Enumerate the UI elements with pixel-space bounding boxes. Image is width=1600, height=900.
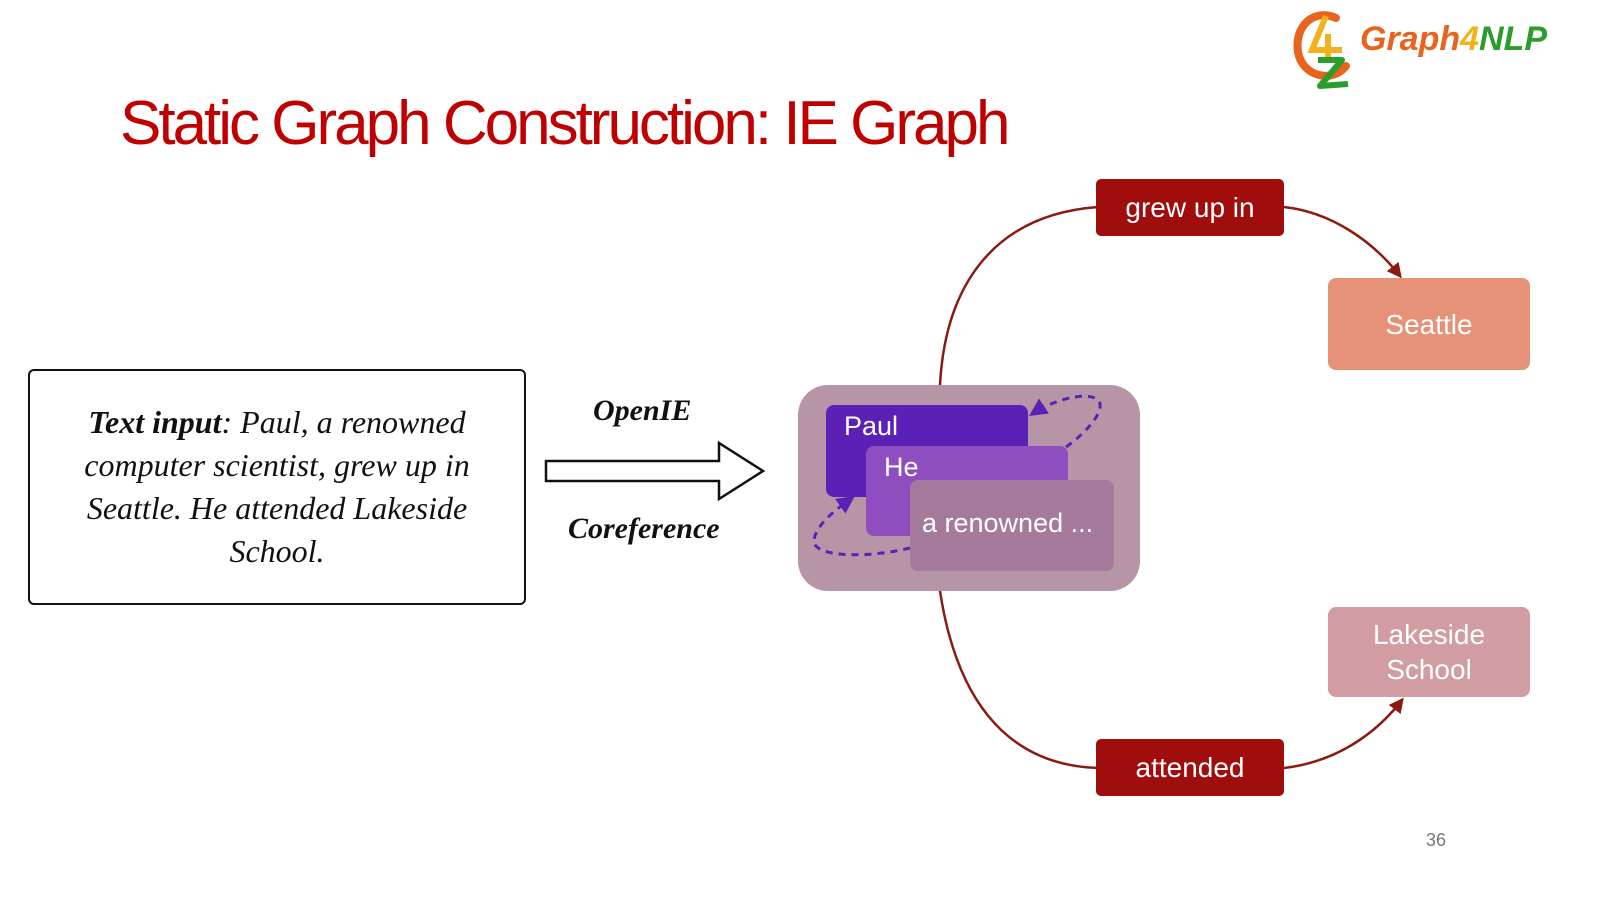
edge-grew-up-in-to-seattle [1283,205,1402,279]
relation-grew-up-in: grew up in [1096,179,1284,236]
edge-cluster-to-attended [938,590,1099,770]
method-label-openie: OpenIE [593,394,692,427]
graph4nlp-logo: Graph4NLP [1292,4,1592,94]
text-input-box: Text input: Paul, a renowned computer sc… [28,369,526,605]
edge-cluster-to-grew-up-in [938,205,1099,386]
method-label-coreference: Coreference [568,512,720,545]
entity-seattle: Seattle [1328,278,1530,370]
logo-text: Graph4NLP [1360,20,1547,59]
slide-title: Static Graph Construction: IE Graph [120,89,1010,158]
mention-a-renowned: a renowned ... [910,480,1114,571]
entity-lakeside-school: Lakeside School [1328,607,1530,697]
edge-attended-to-lakeside [1283,697,1404,770]
logo-text-graph: Graph [1360,20,1461,58]
coref-arrow-top [1029,394,1102,449]
logo-text-4: 4 [1460,20,1480,58]
relation-attended: attended [1096,739,1284,796]
entity-lakeside-school-label: Lakeside School [1372,619,1486,685]
text-input-content: : Paul, a renowned computer scientist, g… [84,404,470,569]
page-number: 36 [1426,830,1447,850]
text-input-label: Text input [88,404,222,440]
coref-arrow-bottom [812,495,911,557]
transform-arrow [544,440,766,502]
logo-text-nlp: NLP [1479,20,1548,58]
text-input-paragraph: Text input: Paul, a renowned computer sc… [52,401,502,573]
logo-mark-icon [1293,11,1350,89]
